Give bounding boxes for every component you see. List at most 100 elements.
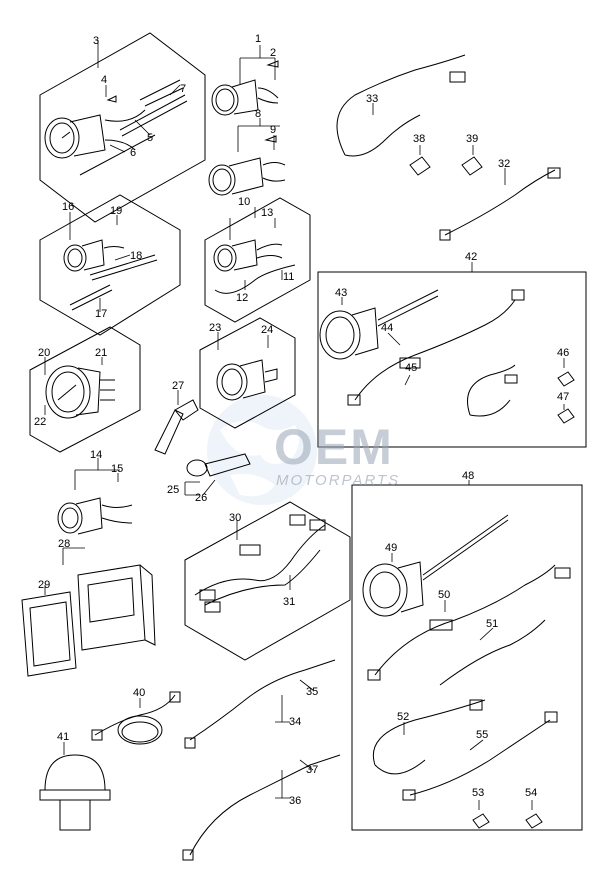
callout-7: 7 [180, 83, 187, 95]
callout-47: 47 [557, 391, 570, 403]
cable-45 [467, 364, 518, 417]
callout-12: 12 [236, 292, 249, 304]
connector-53 [472, 813, 490, 829]
gauge-part-3 [44, 79, 188, 176]
callout-5: 5 [147, 132, 154, 144]
cable-52 [373, 699, 486, 775]
buzzer-41 [39, 754, 111, 831]
callout-35: 35 [306, 686, 319, 698]
harness-36 [182, 754, 341, 861]
callout-11: 11 [283, 271, 295, 283]
callout-19: 19 [110, 205, 123, 217]
callout-8: 8 [255, 108, 262, 120]
callout-14: 14 [90, 449, 103, 461]
group-box-3 [39, 32, 206, 223]
cable-55 [402, 711, 558, 801]
callout-50: 50 [438, 589, 451, 601]
callout-23: 23 [209, 322, 222, 334]
harness-34 [184, 659, 336, 749]
group-box-23 [199, 317, 296, 429]
callout-43: 43 [335, 287, 348, 299]
callout-46: 46 [557, 347, 570, 359]
callout-34: 34 [289, 716, 302, 728]
callout-1: 1 [255, 33, 262, 45]
callout-51: 51 [486, 618, 499, 630]
callout-24: 24 [261, 324, 274, 336]
callout-10: 10 [238, 196, 251, 208]
callout-13: 13 [261, 207, 274, 219]
gauge-part-20 [45, 365, 115, 419]
callout-36: 36 [289, 795, 302, 807]
watermark-brand: OEM [274, 419, 394, 475]
callout-26: 26 [195, 492, 208, 504]
cable-32 [439, 167, 561, 241]
watermark-tagline: MOTORPARTS [276, 472, 401, 489]
callout-21: 21 [95, 347, 108, 359]
harness-50 [367, 564, 571, 681]
group-box-20 [29, 326, 141, 453]
cable-40 [91, 691, 181, 745]
gauge-43 [319, 289, 439, 360]
connector-47 [557, 408, 575, 424]
gauge-part-1 [211, 60, 279, 116]
callout-29: 29 [38, 579, 51, 591]
callout-17: 17 [95, 308, 108, 320]
callout-28: 28 [58, 538, 71, 550]
group-box-48 [351, 484, 583, 831]
callout-41: 41 [57, 731, 70, 743]
callout-52: 52 [397, 711, 410, 723]
gauge-part-23 [216, 359, 278, 401]
cable-33 [336, 54, 466, 157]
connector-39 [461, 156, 483, 176]
callout-18: 18 [130, 250, 143, 262]
callout-38: 38 [413, 133, 426, 145]
gauge-part-10 [213, 239, 296, 294]
callout-55: 55 [476, 729, 489, 741]
callout-42: 42 [465, 251, 478, 263]
display-unit-28 [77, 564, 156, 651]
callout-40: 40 [133, 687, 146, 699]
callout-20: 20 [38, 347, 51, 359]
callout-54: 54 [525, 787, 538, 799]
display-bezel-29 [21, 591, 77, 677]
callout-6: 6 [130, 147, 137, 159]
leader-lines [44, 40, 565, 810]
watermark-globe [207, 395, 317, 505]
group-box-10 [204, 197, 311, 323]
callout-45: 45 [405, 362, 418, 374]
part-25 [186, 453, 251, 477]
callout-30: 30 [229, 512, 242, 524]
connector-46 [557, 371, 575, 387]
callout-9: 9 [270, 124, 277, 136]
callout-44: 44 [381, 322, 394, 334]
gauge-part-16 [63, 239, 158, 311]
callout-39: 39 [466, 133, 479, 145]
callout-16: 16 [62, 201, 75, 213]
callout-15: 15 [111, 463, 124, 475]
gauge-part-14 [57, 497, 133, 535]
group-box-30 [184, 501, 351, 661]
connector-38 [409, 156, 431, 176]
gauge-part-8 [208, 135, 286, 196]
callout-33: 33 [366, 93, 379, 105]
harness-44 [347, 289, 525, 406]
callout-37: 37 [306, 764, 319, 776]
part-27 [154, 399, 199, 455]
cable-51 [439, 619, 546, 686]
group-box-16 [39, 194, 181, 336]
callout-49: 49 [385, 542, 398, 554]
gauge-49 [362, 514, 509, 617]
callout-31: 31 [283, 596, 296, 608]
harness-30 [194, 514, 326, 613]
callout-53: 53 [472, 787, 485, 799]
group-box-42 [317, 271, 587, 448]
callout-25: 25 [167, 484, 180, 496]
callout-22: 22 [34, 416, 47, 428]
callout-4: 4 [101, 74, 108, 86]
callout-32: 32 [498, 158, 511, 170]
callout-27: 27 [172, 380, 185, 392]
callout-2: 2 [270, 47, 277, 59]
connector-54 [525, 813, 543, 829]
